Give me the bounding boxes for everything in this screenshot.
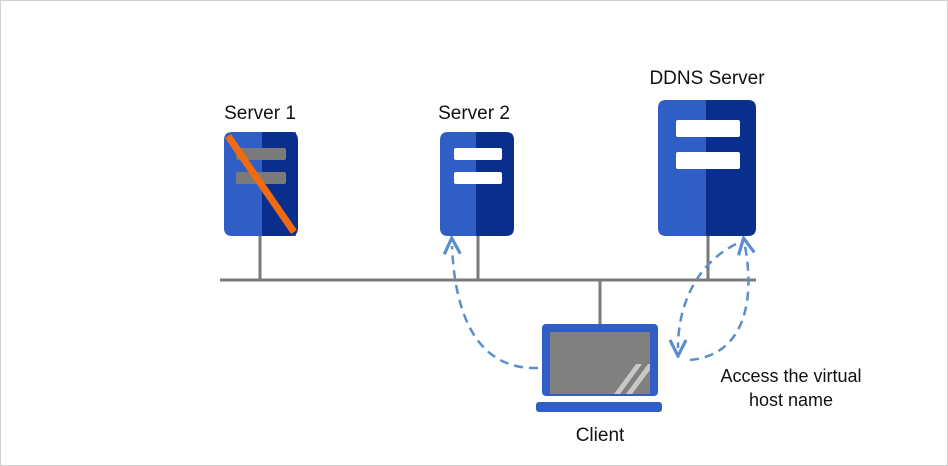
server1-icon <box>224 132 298 236</box>
ddns-server-label: DDNS Server <box>649 68 765 89</box>
arrow-client-to-server2 <box>452 246 539 370</box>
ddns-slot-top <box>676 120 740 137</box>
failure-slash-icon <box>225 134 297 234</box>
annotation-line-2: host name <box>748 390 834 410</box>
client-laptop-icon <box>536 324 662 412</box>
arrow-client-to-ddns <box>689 246 748 362</box>
server2-slot-top <box>454 148 502 160</box>
server1-slot-top <box>236 148 286 160</box>
ddns-slot-bottom <box>676 152 740 169</box>
server2-icon <box>440 132 514 236</box>
server2-label: Server 2 <box>438 103 510 124</box>
server2-slot-bottom <box>454 172 502 184</box>
access-annotation: Access the virtual host name <box>696 364 886 412</box>
ddns-server-icon <box>658 100 756 236</box>
arrow-ddns-to-client <box>678 242 737 348</box>
client-label: Client <box>575 425 625 446</box>
laptop-screen <box>550 332 650 394</box>
server1-label: Server 1 <box>224 103 296 124</box>
annotation-line-1: Access the virtual <box>720 366 862 386</box>
laptop-base <box>536 402 662 412</box>
network-bus <box>220 236 756 324</box>
